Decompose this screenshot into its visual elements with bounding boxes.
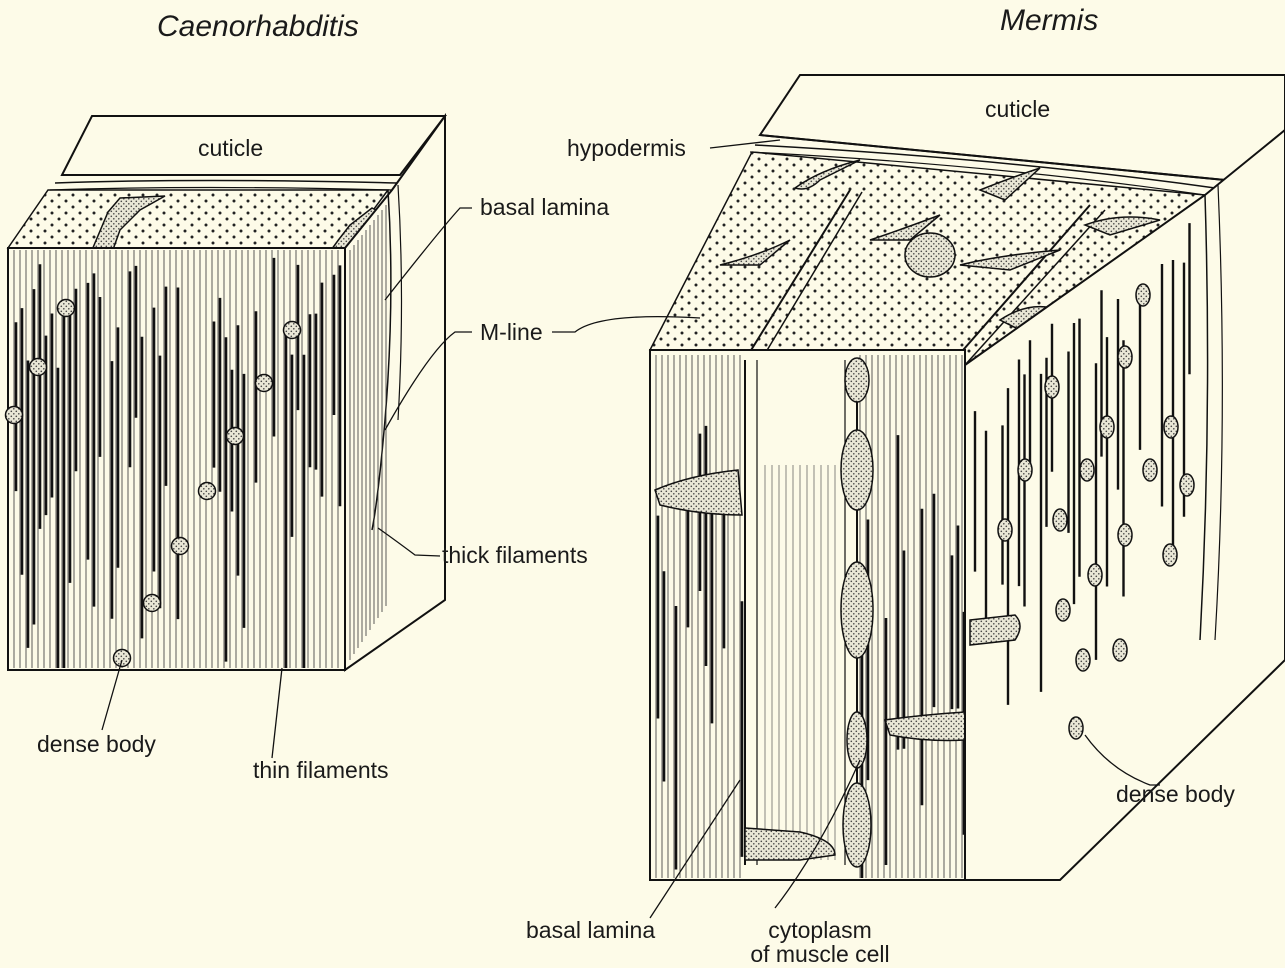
dense-body (1136, 284, 1150, 306)
dense-body (172, 538, 189, 555)
dense-body (998, 519, 1012, 541)
mitochondrion (841, 430, 873, 510)
dense-body (199, 483, 216, 500)
dense-body (284, 322, 301, 339)
title-mermis: Mermis (1000, 6, 1098, 36)
label-cytoplasm-line1: cytoplasm (725, 919, 915, 942)
dense-body (1118, 346, 1132, 368)
mitochondrion (847, 712, 867, 768)
dense-body (256, 375, 273, 392)
cytoplasm-band (745, 360, 857, 865)
dense-body (6, 407, 23, 424)
dense-body (1080, 459, 1094, 481)
left-top-face (8, 190, 388, 248)
label-right-dense-body: dense body (1116, 783, 1235, 806)
dense-body (227, 428, 244, 445)
label-right-basal-lamina: basal lamina (526, 919, 655, 942)
label-left-dense-body: dense body (37, 733, 156, 756)
dense-body (1056, 599, 1070, 621)
label-cytoplasm: cytoplasm of muscle cell (725, 919, 915, 966)
label-left-cuticle: cuticle (198, 137, 263, 160)
label-left-basal-lamina: basal lamina (480, 196, 609, 219)
label-cytoplasm-line2: of muscle cell (725, 943, 915, 966)
dense-body (144, 595, 161, 612)
label-hypodermis: hypodermis (567, 137, 686, 160)
dense-body (1053, 509, 1067, 531)
right-top-nucleus (905, 233, 955, 277)
dense-body (1100, 416, 1114, 438)
label-thin-filaments: thin filaments (253, 759, 389, 782)
dense-body (58, 300, 75, 317)
dense-body (1076, 649, 1090, 671)
dense-body (114, 650, 131, 667)
dense-body (1118, 524, 1132, 546)
dense-body (30, 359, 47, 376)
mermis-block (650, 75, 1285, 880)
dense-body (1045, 376, 1059, 398)
dense-body (1113, 639, 1127, 661)
dense-body (1088, 564, 1102, 586)
dense-body (1018, 459, 1032, 481)
mitochondrion (843, 783, 871, 867)
dense-body (1069, 717, 1083, 739)
caenorhabditis-block (6, 116, 446, 670)
dense-body (1164, 416, 1178, 438)
right-side-arm (970, 615, 1020, 645)
label-thick-filaments: thick filaments (442, 544, 588, 567)
dense-body (1180, 474, 1194, 496)
title-caenorhabditis: Caenorhabditis (157, 12, 359, 42)
label-m-line: M-line (480, 321, 543, 344)
label-right-cuticle: cuticle (985, 98, 1050, 121)
mitochondrion (845, 358, 869, 402)
dense-body (1143, 459, 1157, 481)
mitochondrion (841, 562, 873, 658)
dense-body (1163, 544, 1177, 566)
